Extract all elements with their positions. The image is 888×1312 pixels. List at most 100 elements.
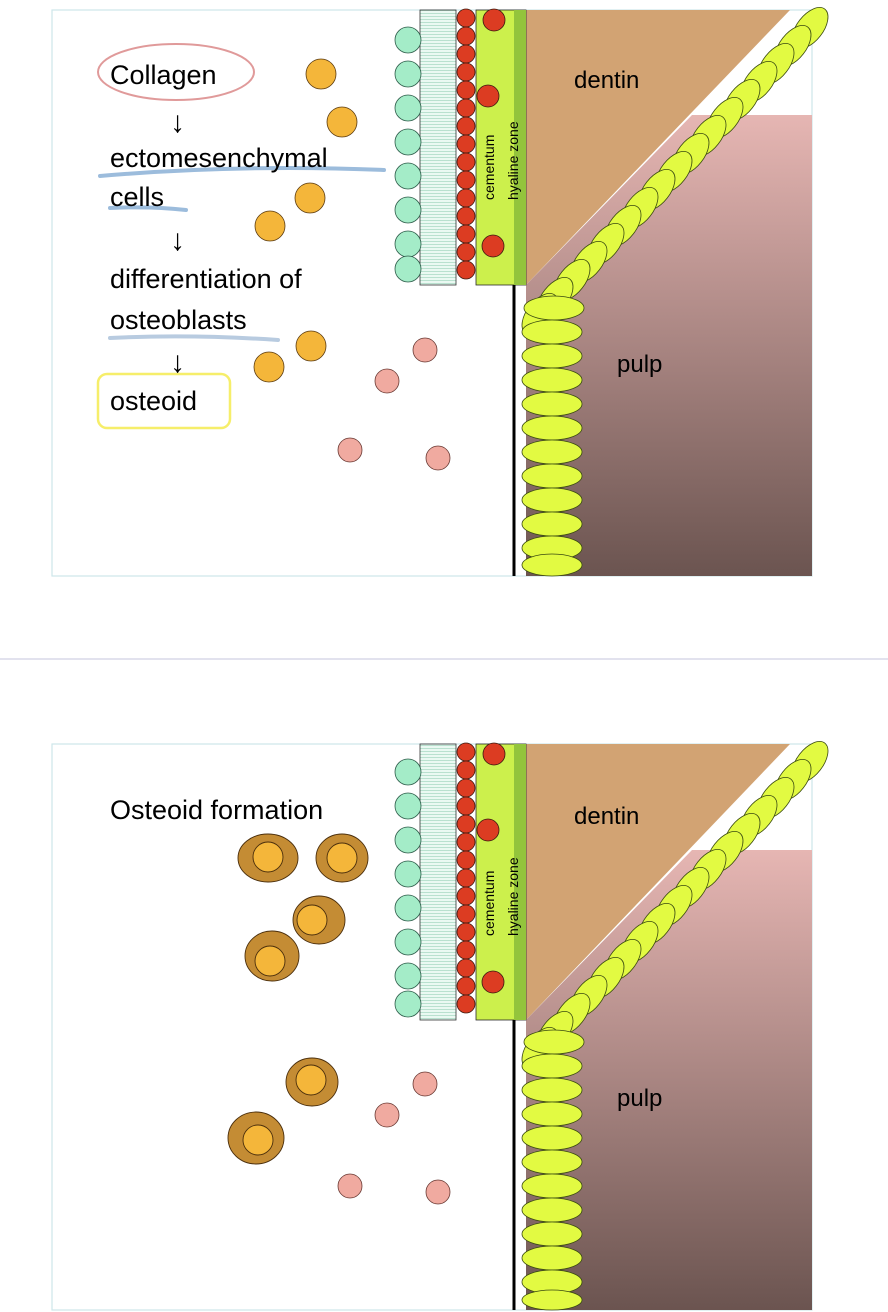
fibroblast-column	[394, 758, 422, 1018]
cementoblast-cell	[456, 904, 476, 924]
osteoblasts-underline	[108, 334, 280, 342]
cementoblast-cell	[456, 224, 476, 244]
arrow-3: ↓	[170, 346, 185, 379]
cementoblast-cell	[456, 958, 476, 978]
slide-1: Collagen ↓ ectomesenchymal cells ↓ diffe…	[51, 7, 829, 577]
osteoblast-cell	[253, 351, 285, 383]
cementoblast-cell	[456, 742, 476, 762]
fibroblast-cell	[394, 26, 422, 54]
step-cells: cells	[110, 182, 164, 212]
odontoblast-diagonal	[521, 7, 829, 335]
fibroblast-cell	[394, 758, 422, 786]
step-osteoblasts: osteoblasts	[110, 305, 247, 335]
cementoblast-cell	[456, 260, 476, 280]
odontoblast-cell	[521, 463, 583, 489]
fibroblast-cell	[394, 196, 422, 224]
osteoblast-group	[253, 58, 358, 383]
cementoblast-cell	[456, 62, 476, 82]
cementoblast-cell	[456, 80, 476, 100]
osteoblast-cell	[254, 210, 286, 242]
fibroblast-cell	[394, 826, 422, 854]
cementoblast-cell	[456, 98, 476, 118]
osteoblast-cell	[294, 182, 326, 214]
hyaline-zone-label: hyaline zone	[505, 857, 521, 936]
osteocyte-cell	[227, 1111, 285, 1165]
pink-cell	[412, 337, 438, 363]
fibroblast-cell	[394, 230, 422, 258]
arrow-2: ↓	[170, 224, 185, 257]
dentin-label: dentin	[574, 803, 639, 830]
pink-cell	[425, 1179, 451, 1205]
step-differentiation: differentiation of	[110, 264, 302, 294]
cementoblast-cell	[456, 796, 476, 816]
fibroblast-cell	[394, 990, 422, 1018]
cementoblast-cell	[456, 760, 476, 780]
odontoblast-cell	[521, 439, 583, 465]
cementoblast-cell	[456, 170, 476, 190]
ectomesenchymal-underline	[98, 166, 386, 178]
odontoblast-cell	[521, 553, 583, 577]
pulp-label: pulp	[617, 351, 662, 378]
odontoblast-cell	[521, 319, 583, 345]
cementocyte-group	[476, 8, 506, 258]
odontoblast-cell	[521, 1101, 583, 1127]
dentin-region	[526, 744, 790, 1020]
fibroblast-cell	[394, 860, 422, 888]
cementoblast-cell	[456, 814, 476, 834]
cementoblast-cell	[456, 868, 476, 888]
fibroblast-cell	[394, 94, 422, 122]
fibroblast-cell	[394, 162, 422, 190]
odontoblast-cell	[521, 1149, 583, 1175]
odontoblast-cell	[521, 1289, 583, 1311]
cementocyte-group	[476, 742, 506, 994]
cementocyte	[481, 970, 505, 994]
cells-underline	[108, 205, 188, 212]
odontoblast-cell	[521, 415, 583, 441]
odontoblast-cell	[521, 1197, 583, 1223]
cementoblast-cell	[456, 976, 476, 996]
odontoblast-cell	[521, 1245, 583, 1271]
cementoblast-column	[456, 8, 476, 280]
odontoblast-cell	[521, 391, 583, 417]
cementocyte	[481, 234, 505, 258]
odontoblast-cell	[521, 1077, 583, 1103]
odontoblast-vertical	[521, 295, 585, 577]
step-osteoid: osteoid	[110, 386, 197, 416]
pink-cell	[337, 1173, 363, 1199]
osteoid-highlight-box	[96, 372, 232, 430]
cementoblast-cell	[456, 242, 476, 262]
osteoblast-cell	[326, 106, 358, 138]
cementoblast-cell	[456, 922, 476, 942]
step-collagen: Collagen	[110, 60, 217, 90]
step-ectomesenchymal: ectomesenchymal	[110, 143, 328, 173]
cementoblast-cell	[456, 886, 476, 906]
cementoblast-cell	[456, 940, 476, 960]
osteoblast-cell	[295, 330, 327, 362]
cementoblast-cell	[456, 26, 476, 46]
odontoblast-cell	[521, 343, 583, 369]
fibroblast-cell	[394, 255, 422, 283]
pink-cell	[374, 1102, 400, 1128]
dentin-region	[526, 10, 790, 285]
fibroblast-cell	[394, 962, 422, 990]
cementoblast-column	[456, 742, 476, 1014]
cementum-label: cementum	[481, 871, 497, 936]
odontoblast-cell	[521, 1053, 583, 1079]
pulp-label: pulp	[617, 1085, 662, 1112]
pink-cell-group	[337, 1071, 451, 1205]
osteocyte-cell	[285, 1057, 339, 1107]
cementum-label: cementum	[481, 135, 497, 200]
fibroblast-column	[394, 26, 422, 283]
odontoblast-diagonal	[521, 741, 829, 1069]
osteocyte-cell	[244, 930, 300, 982]
cementocyte	[482, 742, 506, 766]
cementoblast-cell	[456, 994, 476, 1014]
odontoblast-cell	[521, 367, 583, 393]
osteocyte-cell	[315, 833, 369, 883]
cementoblast-cell	[456, 152, 476, 172]
cementoblast-cell	[456, 778, 476, 798]
fibroblast-cell	[394, 60, 422, 88]
pulp-region	[526, 850, 812, 1310]
cementocyte	[476, 818, 500, 842]
cementum-edge	[514, 10, 526, 285]
